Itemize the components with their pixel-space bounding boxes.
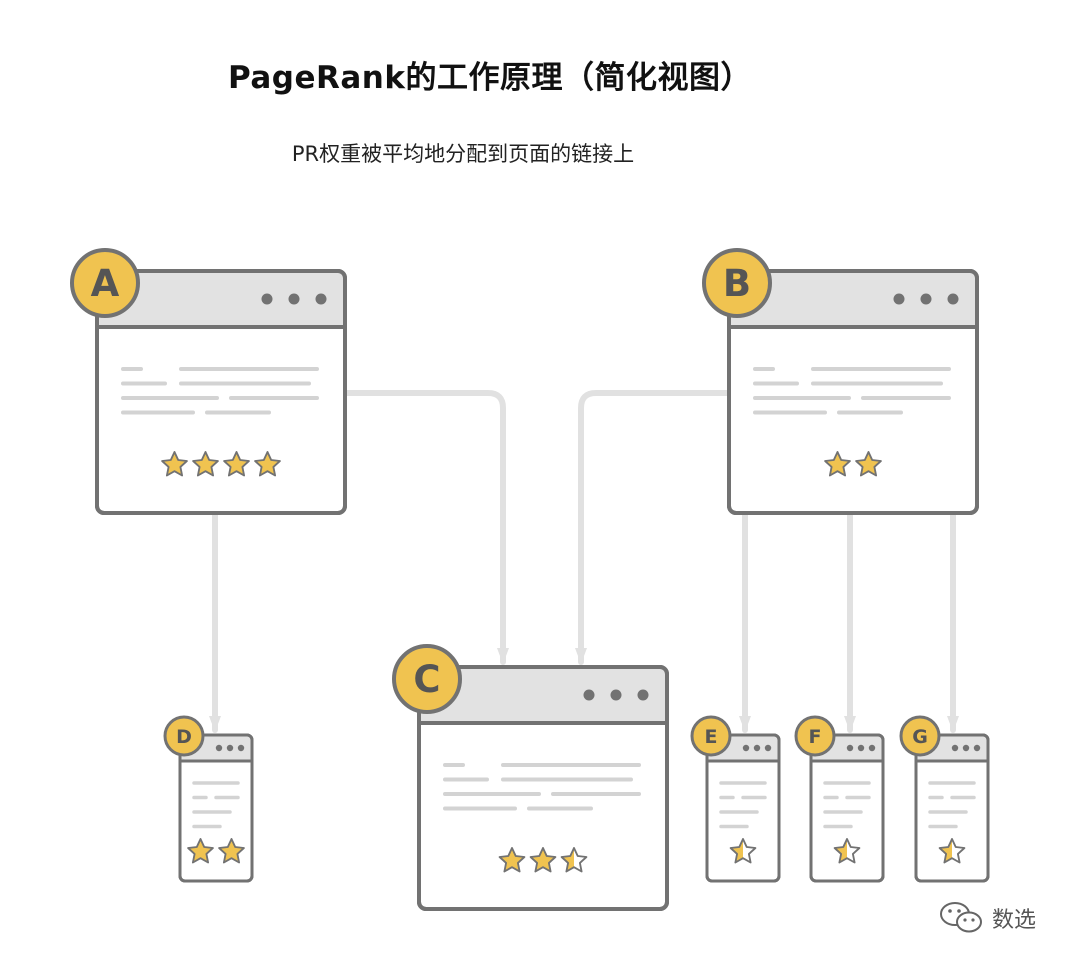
page-c-badge: C: [392, 644, 462, 714]
page-c-label: C: [413, 658, 440, 701]
page-a-label: A: [91, 262, 120, 305]
page-d-star-icon: [187, 838, 214, 864]
page-a: A: [70, 248, 347, 515]
page-f-label: F: [809, 726, 822, 748]
page-b-label: B: [723, 262, 751, 305]
page-g-text-lines: [928, 781, 976, 829]
page-g-label: G: [912, 726, 928, 748]
page-e-star-icon: [729, 838, 757, 864]
page-g-star-icon: [938, 838, 966, 864]
page-f-star-icon: [833, 838, 861, 864]
page-e: E: [690, 715, 781, 883]
page-d-label: D: [176, 726, 192, 748]
link-b-to-c: [575, 390, 730, 665]
page-a-star-icon: [223, 451, 250, 477]
page-a-star-icon: [161, 451, 188, 477]
page-a-star-icon: [254, 451, 281, 477]
page-e-label: E: [705, 726, 718, 748]
page-c-menu-dots-icon: [583, 689, 649, 701]
page-g-badge: G: [899, 715, 941, 757]
page-d-star-icon: [218, 838, 245, 864]
page-b-star-icon: [824, 451, 851, 477]
page-c-rating: [498, 847, 588, 873]
page-a-badge: A: [70, 248, 140, 318]
page-b-menu-dots-icon: [893, 293, 959, 305]
connectors: [209, 390, 959, 733]
page-d-text-lines: [192, 781, 240, 829]
page-b: B: [702, 248, 979, 515]
page-c: C: [392, 644, 669, 911]
pages: A B C D E F G: [70, 248, 990, 911]
page-subtitle: PR权重被平均地分配到页面的链接上: [291, 142, 635, 166]
page-c-star-icon: [498, 847, 526, 873]
page-d-rating: [187, 838, 245, 864]
page-title: PageRank的工作原理（简化视图）: [228, 60, 752, 96]
page-a-menu-dots-icon: [261, 293, 327, 305]
page-b-rating: [824, 451, 882, 477]
page-d-menu-dots-icon: [215, 744, 245, 752]
page-c-star-icon: [560, 847, 588, 873]
page-g-menu-dots-icon: [951, 744, 981, 752]
page-f-badge: F: [794, 715, 836, 757]
page-b-star-icon: [855, 451, 882, 477]
page-c-header: [421, 669, 665, 723]
page-a-header: [99, 273, 343, 327]
page-d: D: [163, 715, 254, 883]
page-d-badge: D: [163, 715, 205, 757]
page-f-rating: [833, 838, 861, 864]
page-e-text-lines: [719, 781, 767, 829]
page-g: G: [899, 715, 990, 883]
page-b-badge: B: [702, 248, 772, 318]
page-e-menu-dots-icon: [742, 744, 772, 752]
page-a-text-lines: [121, 367, 319, 415]
page-b-text-lines: [753, 367, 951, 415]
watermark: 数选: [938, 898, 1036, 938]
page-c-star-icon: [529, 847, 557, 873]
page-b-header: [731, 273, 975, 327]
page-g-rating: [938, 838, 966, 864]
page-f-menu-dots-icon: [846, 744, 876, 752]
wechat-icon: [940, 902, 982, 933]
page-f-text-lines: [823, 781, 871, 829]
page-e-rating: [729, 838, 757, 864]
page-f: F: [794, 715, 885, 883]
page-a-rating: [161, 451, 281, 477]
page-c-text-lines: [443, 763, 641, 811]
page-e-badge: E: [690, 715, 732, 757]
watermark-text: 数选: [992, 908, 1037, 933]
page-a-star-icon: [192, 451, 219, 477]
link-a-to-c: [344, 390, 509, 665]
